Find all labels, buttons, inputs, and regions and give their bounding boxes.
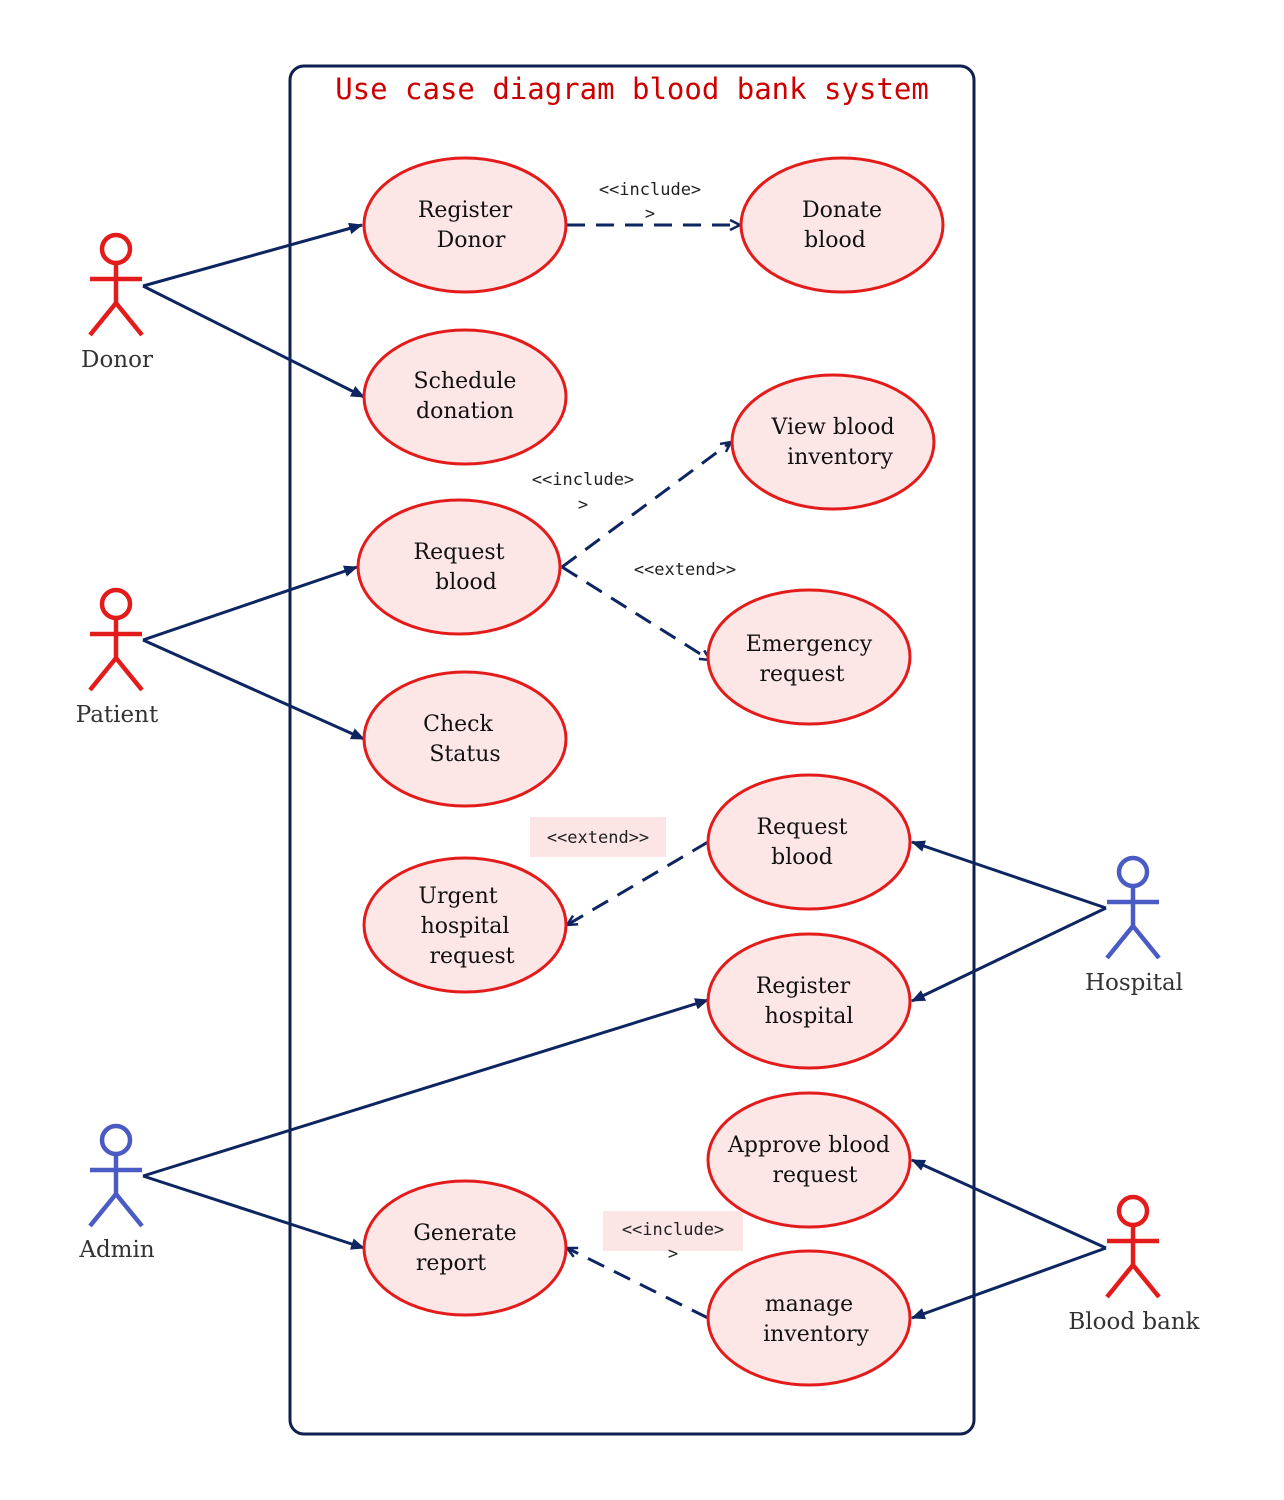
dep-request-emergency — [561, 565, 710, 660]
assoc-patient-request — [142, 565, 359, 642]
actor-donor[interactable]: Donor — [81, 232, 153, 373]
assoc-admin-register-hospital — [142, 998, 710, 1178]
use-case-generate-report[interactable]: Generate report — [362, 1179, 568, 1317]
actor-blood-bank[interactable]: Blood bank — [1068, 1194, 1201, 1335]
use-case-register-donor[interactable]: Register Donor — [362, 156, 568, 294]
use-case-approve-blood-request[interactable]: Approve blood request — [706, 1091, 912, 1229]
use-case-label: Schedule — [414, 369, 517, 394]
use-case-label: request — [430, 944, 515, 969]
use-case-label: Register — [418, 198, 513, 223]
use-case-label: blood — [771, 845, 833, 870]
assoc-patient-check — [142, 638, 366, 741]
system-boundary — [288, 64, 976, 1436]
assoc-hospital-register — [910, 906, 1107, 1003]
use-case-label: Approve blood — [727, 1133, 890, 1158]
use-case-label: request — [773, 1163, 858, 1188]
dependencies — [561, 225, 740, 1320]
use-case-view-blood-inventory[interactable]: View blood inventory — [730, 373, 936, 511]
stereo-include-3-cont: > — [668, 1244, 678, 1264]
stereo-extend-2-bg — [530, 817, 666, 857]
use-case-register-hospital[interactable]: Register hospital — [706, 932, 912, 1070]
use-case-request-blood-hospital[interactable]: Request blood — [706, 773, 912, 911]
use-case-label: Donate — [802, 198, 882, 223]
assoc-donor-schedule — [142, 284, 366, 399]
actor-label: Blood bank — [1068, 1309, 1200, 1335]
actor-admin[interactable]: Admin — [78, 1123, 155, 1263]
stereo-extend-1: <<extend>> — [634, 560, 736, 580]
use-case-label: View blood — [770, 415, 894, 440]
actor-label: Donor — [81, 347, 153, 373]
use-case-schedule-donation[interactable]: Schedule donation — [362, 328, 568, 466]
stick-figure-icon — [88, 1123, 144, 1228]
use-case-label: Check — [423, 712, 493, 737]
use-case-label: blood — [804, 228, 866, 253]
use-case-label: donation — [416, 399, 514, 424]
use-case-check-status[interactable]: Check Status — [362, 670, 568, 808]
use-case-label: hospital — [421, 914, 510, 939]
use-case-label: Donor — [437, 228, 506, 253]
diagram-title: Use case diagram blood bank system — [335, 72, 929, 106]
actor-label: Hospital — [1085, 970, 1183, 996]
use-case-label: Emergency — [746, 632, 873, 657]
actor-hospital[interactable]: Hospital — [1085, 855, 1183, 996]
assoc-bloodbank-manage — [910, 1246, 1107, 1320]
stick-figure-icon — [88, 232, 144, 337]
actor-label: Patient — [76, 702, 159, 728]
use-case-label: inventory — [787, 445, 893, 470]
assoc-admin-report — [142, 1174, 366, 1250]
dep-manage-report — [567, 1246, 709, 1320]
assoc-hospital-request — [910, 840, 1107, 910]
use-case-label: Generate — [413, 1221, 516, 1246]
use-case-urgent-hospital-request[interactable]: Urgent hospital request — [362, 856, 568, 994]
stick-figure-icon — [1105, 855, 1161, 960]
use-case-label: Request — [414, 540, 505, 565]
stereo-extend-2: <<extend>> — [547, 828, 649, 848]
use-case-emergency-request[interactable]: Emergency request — [706, 588, 912, 726]
stereo-include-3: <<include> — [622, 1220, 724, 1240]
use-case-label: report — [416, 1251, 486, 1276]
stereo-include-1-cont: > — [645, 204, 655, 224]
use-case-request-blood-patient[interactable]: Request blood — [356, 498, 562, 636]
actor-patient[interactable]: Patient — [76, 587, 159, 728]
use-cases: Register Donor Donate blood Schedule don… — [356, 156, 945, 1387]
use-case-donate-blood[interactable]: Donate blood — [739, 156, 945, 294]
use-case-label: Urgent — [418, 884, 497, 909]
dep-request-view — [561, 442, 731, 569]
stereo-include-1: <<include> — [599, 180, 701, 200]
use-case-label: hospital — [765, 1004, 854, 1029]
associations — [142, 222, 1107, 1320]
use-case-label: Status — [429, 742, 500, 767]
assoc-bloodbank-approve — [910, 1158, 1107, 1250]
use-case-label: manage — [765, 1292, 853, 1317]
stereo-include-2-cont: > — [578, 495, 588, 515]
stereotype-labels: <<include> > <<include> > <<extend>> <<e… — [530, 180, 743, 1264]
assoc-donor-register — [142, 222, 364, 288]
use-case-manage-inventory[interactable]: manage inventory — [706, 1249, 912, 1387]
use-case-label: request — [760, 662, 845, 687]
stereo-include-3-bg — [603, 1211, 743, 1251]
actor-label: Admin — [78, 1237, 154, 1263]
stereo-include-2: <<include> — [532, 470, 634, 490]
stick-figure-icon — [1105, 1194, 1161, 1299]
stick-figure-icon — [88, 587, 144, 692]
use-case-label: Register — [756, 974, 851, 999]
use-case-label: blood — [435, 570, 497, 595]
use-case-label: inventory — [763, 1322, 869, 1347]
use-case-label: Request — [757, 815, 848, 840]
